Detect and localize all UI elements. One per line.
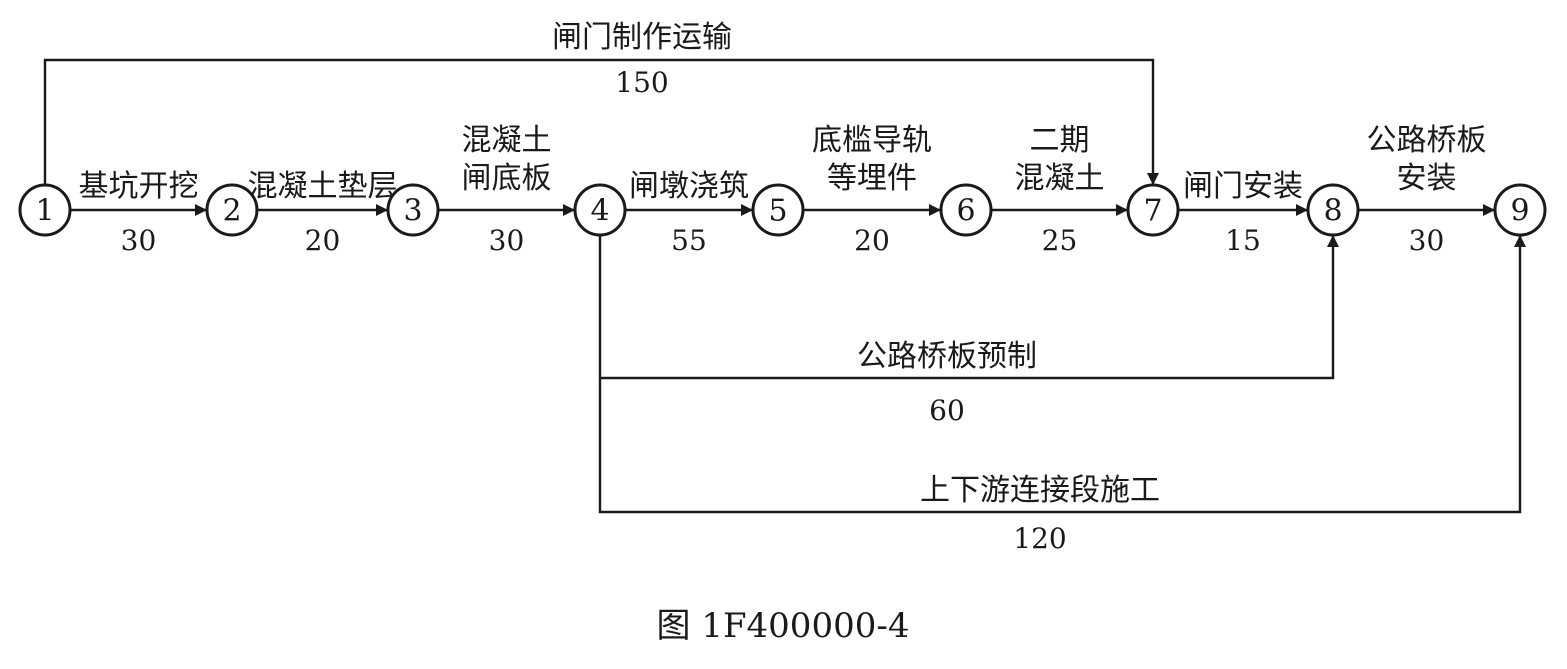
activity-name-4-8: 公路桥板预制 — [857, 339, 1037, 374]
event-node-1: 1 — [18, 183, 72, 237]
node-circle — [1493, 183, 1547, 237]
node-number: 6 — [956, 194, 975, 229]
event-node-9: 9 — [1493, 183, 1547, 237]
activity-duration-1-2: 30 — [121, 224, 157, 257]
event-node-2: 2 — [205, 183, 259, 237]
activity-name-3-4: 混凝土 — [462, 123, 552, 158]
event-node-8: 8 — [1306, 183, 1360, 237]
node-number: 3 — [403, 194, 422, 229]
activity-duration-4-5: 55 — [671, 224, 707, 257]
activity-name-1-7: 闸门制作运输 — [552, 20, 732, 55]
activity-duration-1-7: 150 — [615, 66, 668, 99]
activity-duration-5-6: 20 — [854, 224, 890, 257]
node-number: 9 — [1510, 194, 1529, 229]
event-node-4: 4 — [573, 183, 627, 237]
node-number: 1 — [35, 194, 54, 229]
activity-name-4-9: 上下游连接段施工 — [920, 473, 1160, 508]
activity-name-3-4: 闸底板 — [462, 161, 552, 196]
activity-duration-4-9: 120 — [1013, 522, 1066, 555]
node-number: 2 — [222, 194, 241, 229]
activity-duration-7-8: 15 — [1225, 224, 1261, 257]
activity-arrow-4-8 — [598, 235, 1339, 380]
activity-name-5-6: 等埋件 — [827, 161, 917, 196]
node-circle — [205, 183, 259, 237]
activity-duration-2-3: 20 — [305, 224, 341, 257]
activity-name-6-7: 混凝土 — [1015, 161, 1105, 196]
activity-arrow-1-7 — [43, 58, 1159, 185]
activity-name-2-3: 混凝土垫层 — [248, 169, 398, 204]
activity-labels: 基坑开挖30混凝土垫层20混凝土闸底板30闸墩浇筑55底槛导轨等埋件20二期混凝… — [79, 20, 1487, 555]
activity-duration-8-9: 30 — [1409, 224, 1445, 257]
activity-name-6-7: 二期 — [1030, 123, 1090, 158]
figure-caption: 图 1F400000-4 — [657, 606, 910, 646]
activity-name-8-9: 公路桥板 — [1367, 123, 1487, 158]
activity-arrows — [43, 58, 1526, 514]
activity-duration-3-4: 30 — [489, 224, 525, 257]
node-circle — [751, 183, 805, 237]
event-node-7: 7 — [1126, 183, 1180, 237]
activity-name-7-8: 闸门安装 — [1183, 169, 1303, 204]
node-circle — [573, 183, 627, 237]
event-node-5: 5 — [751, 183, 805, 237]
activity-name-1-2: 基坑开挖 — [79, 169, 199, 204]
activity-arrow-4-9 — [598, 235, 1526, 514]
node-number: 5 — [768, 194, 787, 229]
node-circle — [1306, 183, 1360, 237]
event-node-3: 3 — [386, 183, 440, 237]
event-nodes: 1 2 3 4 5 6 7 8 9 — [18, 183, 1547, 237]
activity-duration-4-8: 60 — [929, 394, 965, 427]
node-circle — [18, 183, 72, 237]
event-node-6: 6 — [939, 183, 993, 237]
activity-name-5-6: 底槛导轨 — [812, 123, 932, 158]
node-number: 7 — [1143, 194, 1162, 229]
node-number: 4 — [590, 194, 609, 229]
node-circle — [939, 183, 993, 237]
activity-name-8-9: 安装 — [1397, 161, 1457, 196]
node-number: 8 — [1323, 194, 1342, 229]
node-circle — [1126, 183, 1180, 237]
node-circle — [386, 183, 440, 237]
activity-duration-6-7: 25 — [1042, 224, 1078, 257]
activity-name-4-5: 闸墩浇筑 — [629, 169, 749, 204]
